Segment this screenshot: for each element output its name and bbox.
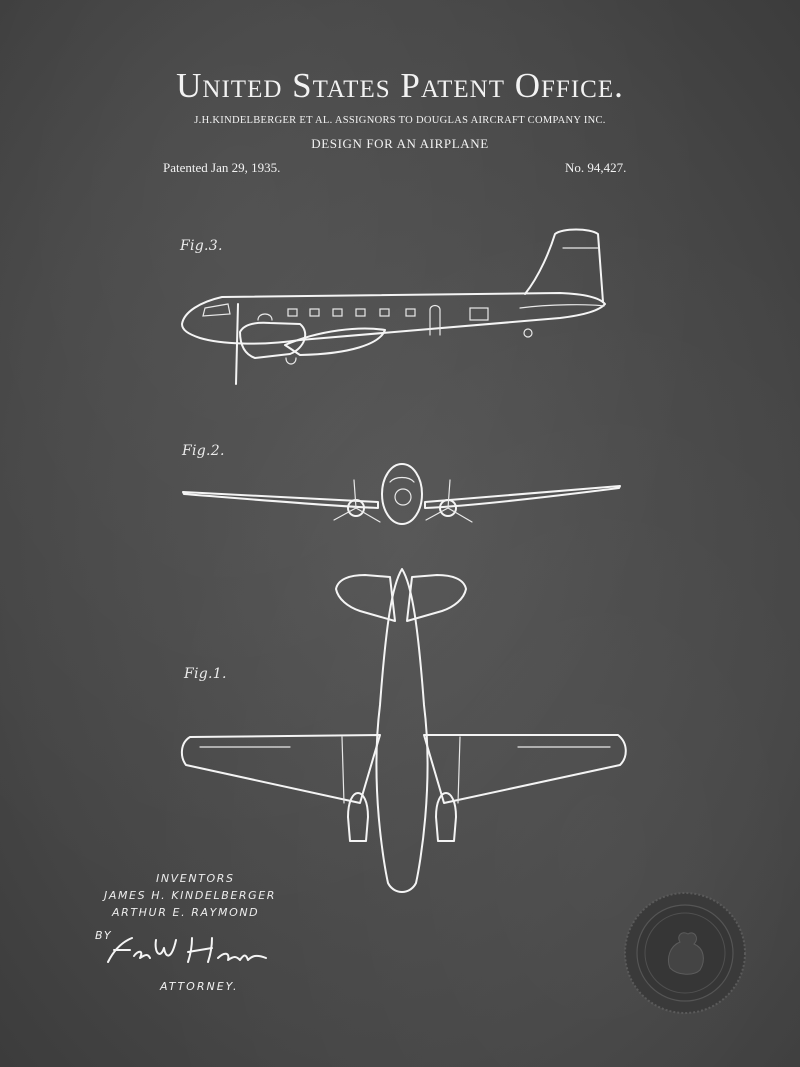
inventor-name: James H. Kindelberger [104, 889, 277, 902]
inventors-block: Inventors James H. Kindelberger Arthur E… [100, 872, 300, 923]
top-view-drawing [180, 568, 627, 893]
patent-seal [624, 892, 746, 1014]
patent-date: Patented Jan 29, 1935. [163, 160, 281, 175]
patent-number: No. 94,427. [565, 160, 627, 175]
assignors-line: J.H.KINDELBERGER ET AL. ASSIGNORS TO DOU… [194, 115, 606, 126]
fig3-label: Fig.3. [180, 238, 223, 254]
front-view-drawing [182, 463, 621, 525]
by-label: By [95, 929, 113, 942]
design-title: DESIGN FOR AN AIRPLANE [311, 136, 489, 151]
inventor-name: Arthur E. Raymond [112, 906, 260, 919]
fig1-label: Fig.1. [184, 666, 227, 682]
attorney-signature [107, 937, 267, 963]
attorney-label: Attorney. [160, 980, 239, 993]
fig2-label: Fig.2. [182, 443, 225, 459]
side-view-drawing [181, 228, 606, 385]
inventors-heading: Inventors [156, 872, 235, 885]
page-title: United States Patent Office. [176, 66, 624, 105]
